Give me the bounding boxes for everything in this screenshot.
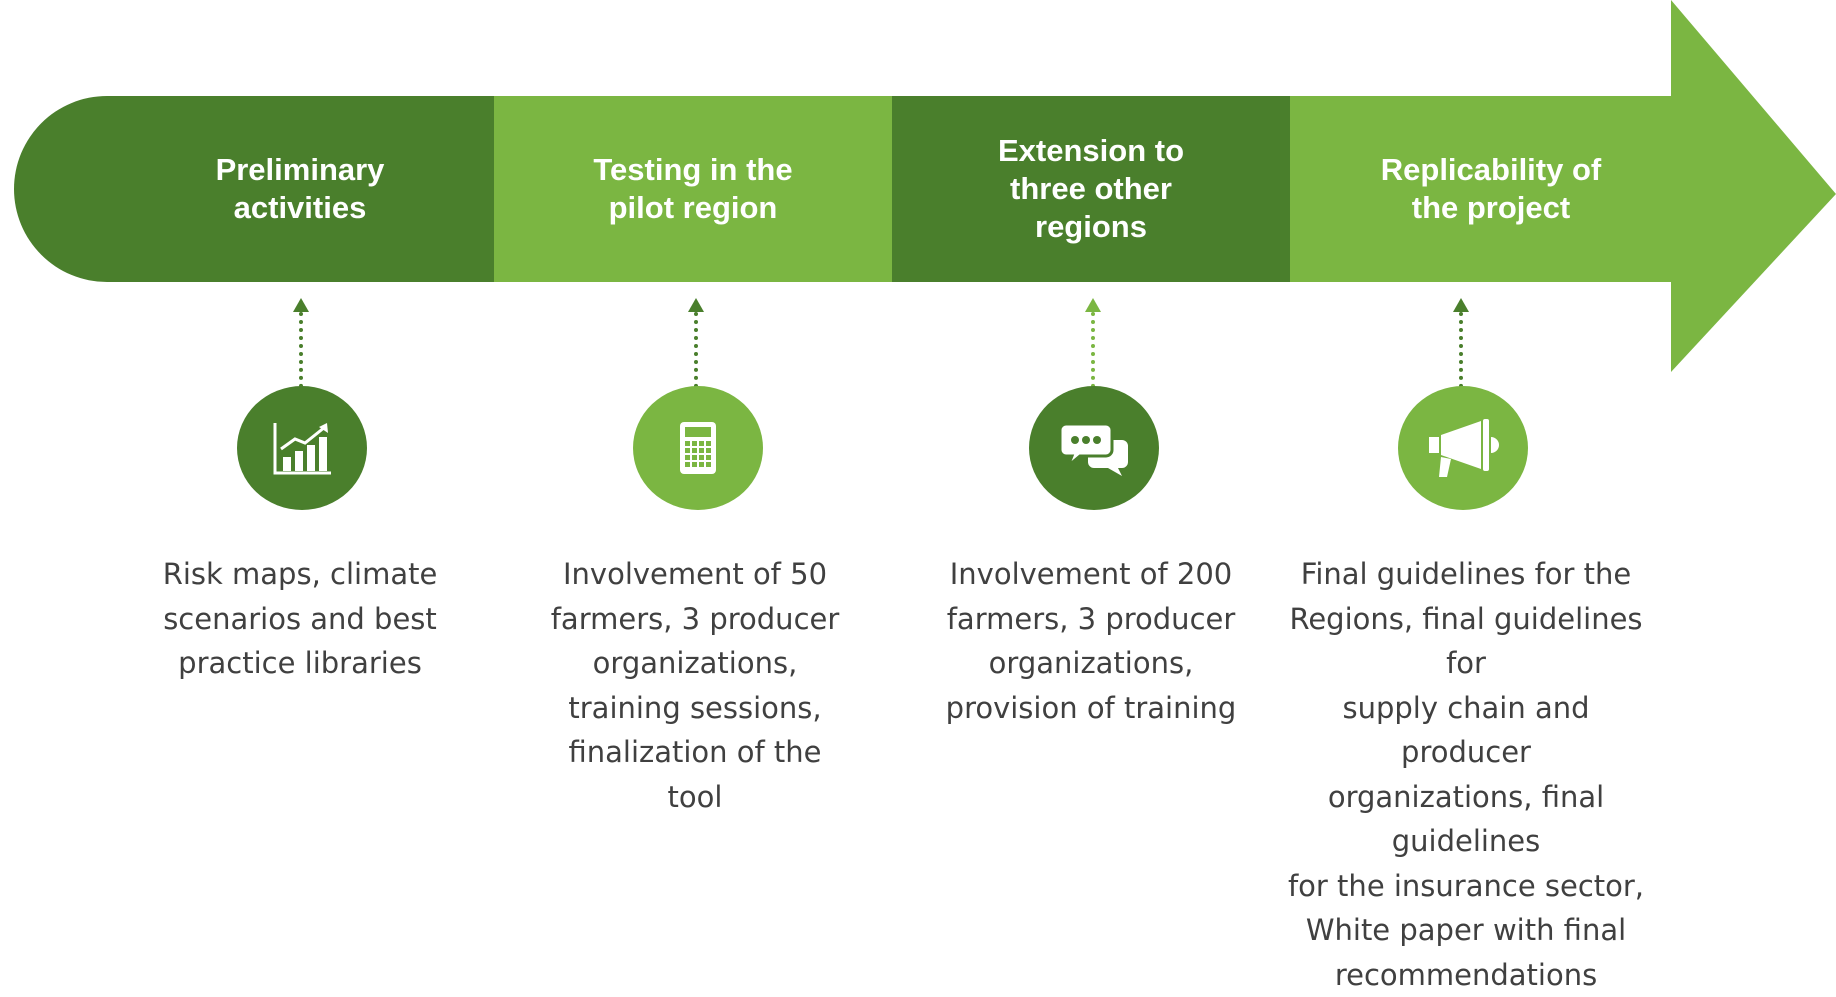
phase-description-preliminary: Risk maps, climate scenarios and best pr… xyxy=(162,557,438,680)
connector-arrow-replicability xyxy=(1451,298,1471,388)
phase-icon-replicability xyxy=(1398,386,1528,510)
phase-icon-testing xyxy=(633,386,763,510)
timeline-arrow xyxy=(14,0,1836,372)
connector-arrow-preliminary xyxy=(291,298,311,388)
timeline-segment-replicability xyxy=(1290,96,1672,282)
timeline-segment-extension xyxy=(892,96,1290,282)
phase-icon-preliminary xyxy=(237,386,367,510)
connector-arrow-extension xyxy=(1083,298,1103,388)
calculator-icon xyxy=(680,422,716,474)
phase-icon-extension xyxy=(1029,386,1159,510)
timeline-segment-preliminary xyxy=(14,96,494,282)
connector-arrow-testing xyxy=(686,298,706,388)
phase-title-preliminary: Preliminary activities xyxy=(215,152,385,225)
bar-chart-growth-icon xyxy=(273,423,331,475)
timeline-segment-testing xyxy=(494,96,892,282)
timeline-arrowhead xyxy=(1671,0,1836,372)
phase-description-extension: Involvement of 200 farmers, 3 producer o… xyxy=(945,557,1237,725)
chat-bubbles-icon xyxy=(1058,422,1128,476)
phase-title-replicability: Replicability of the project xyxy=(1380,152,1602,225)
phase-description-testing: Involvement of 50 farmers, 3 producer or… xyxy=(550,557,840,814)
phase-title-testing: Testing in the pilot region xyxy=(593,152,793,225)
megaphone-icon xyxy=(1429,419,1499,477)
phase-description-replicability: Final guidelines for the Regions, final … xyxy=(1287,557,1645,992)
phase-title-extension: Extension to three other regions xyxy=(997,133,1184,244)
